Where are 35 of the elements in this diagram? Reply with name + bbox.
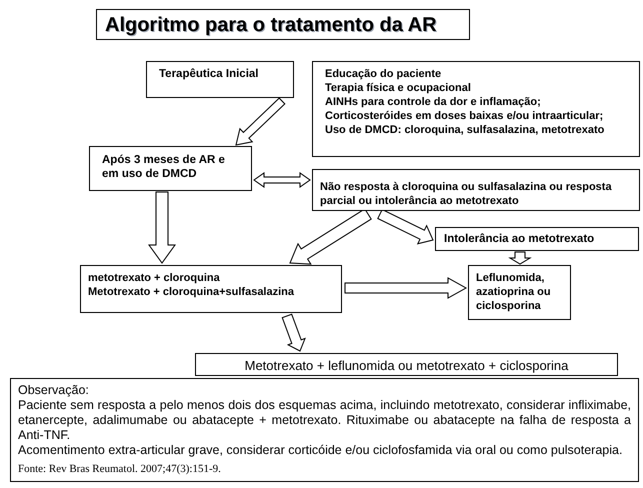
box-text: Terapêutica Inicial [159,67,260,82]
block-arrow [235,97,286,146]
block-arrow [508,252,532,265]
block-arrow [377,208,434,244]
box-text: Terapia física e ocupacional [325,81,472,95]
box-text: Intolerância ao metotrexato [444,232,596,247]
box-text: Observação: [18,383,90,398]
text-box [146,61,294,98]
box-text: AINHs para controle da dor e inflamação; [325,95,542,109]
text-box [80,265,342,313]
box-text: Fonte: Rev Bras Reumatol. 2007;47(3):151-9. [18,462,222,477]
text-box [195,353,618,376]
box-text: Não resposta à cloroquina ou sulfasalazina ou resposta parcial ou intolerância ao metotrexato [320,180,613,208]
text-box [435,227,639,251]
block-arrow [344,277,468,299]
box-text: Metotrexato + cloroquina+sulfasalazina [88,285,296,299]
box-text: Acomentimento extra-articular grave, considerar corticóide e/ou ciclofosfamida via oral ou como pulsoterapia. [18,443,624,458]
block-arrow [253,172,311,188]
box-text: Paciente sem resposta a pelo menos dois dos esquemas acima, incluindo metotrexato, considerar infliximabe, etanercepte, adalimumabe ou abatacepte + metotrexato. Rituximabe ou abatacepte na falha de resposta a Anti-TNF. [18,398,631,443]
box-text: Educação do paciente [325,67,442,81]
block-arrow [148,192,176,264]
text-box [312,61,640,157]
text-box [10,378,639,482]
title-banner: Algoritmo para o tratamento da AR [96,9,470,40]
text-box [468,265,571,320]
box-text: metotrexato + cloroquina [88,271,221,285]
box-text: Metotrexato + leflunomida ou metotrexato + ciclosporina [244,357,570,375]
box-text: Uso de DMCD: cloroquina, sulfasalazina, metotrexato [325,123,606,137]
block-arrow [289,208,372,265]
box-text: Leflunomida, azatioprina ou ciclosporina [476,271,552,313]
text-box [89,146,252,191]
box-text: Após 3 meses de AR e em uso de DMCD [102,153,226,181]
block-arrow [282,314,306,352]
box-text: Corticosteróides em doses baixas e/ou intraarticular; [325,109,604,123]
text-box [312,169,640,211]
